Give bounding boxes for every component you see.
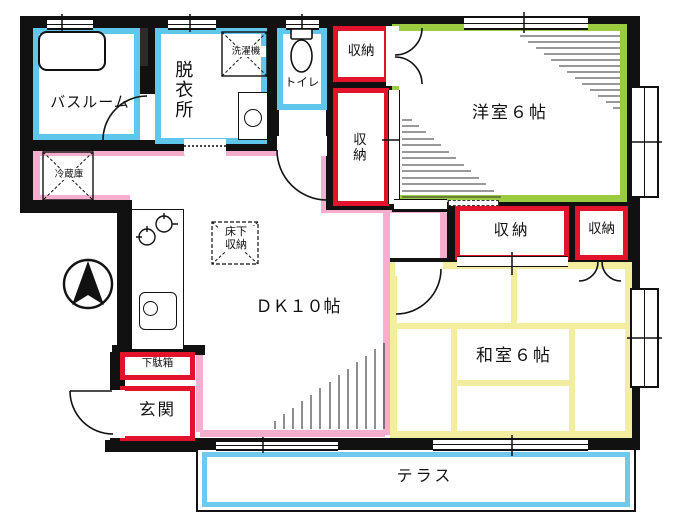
entrance-door-arc <box>69 390 114 435</box>
label-floor-storage-line1: 床下 <box>225 225 247 238</box>
closet-sliding-door <box>388 90 400 204</box>
label-toilet: トイレ <box>284 75 320 89</box>
label-bathroom: バスルーム <box>50 93 130 111</box>
wall-dress-toilet <box>266 16 279 144</box>
tatami-line <box>511 269 517 329</box>
western-closet-folding-door <box>448 200 499 206</box>
label-entrance: 玄関 <box>139 400 176 419</box>
label-terrace: テラス <box>396 466 454 485</box>
label-washing-machine: 洗濯機 <box>226 46 266 58</box>
label-dining-kitchen: ＤＫ１０帖 <box>255 297 341 317</box>
bathtub <box>38 31 106 71</box>
entrance-door-opening <box>110 390 125 438</box>
floor-hatch-dk <box>274 343 385 429</box>
closet-small <box>575 206 628 260</box>
label-japanese-room: 和室６帖 <box>476 346 552 366</box>
wall-left <box>20 16 33 213</box>
wall-kitchen-left <box>117 205 131 355</box>
western-closet-door-opening <box>386 26 399 86</box>
label-closet-large: 収納 <box>493 221 531 239</box>
washbasin <box>238 92 268 140</box>
label-floor-storage: 床下 収納 <box>218 225 254 252</box>
pink-lining <box>226 149 277 156</box>
label-western-room: 洋室６帖 <box>472 103 548 123</box>
entrance-box <box>120 386 195 441</box>
label-closet-small: 収納 <box>588 221 615 237</box>
pink-lining <box>383 210 390 435</box>
oshiire-fusuma <box>457 256 568 267</box>
dressing-door-opening <box>184 139 226 155</box>
faucet <box>143 301 158 316</box>
label-shoe-cabinet: 下駄箱 <box>141 357 174 369</box>
window-japanese-bay <box>630 288 659 388</box>
pink-lining <box>440 213 447 260</box>
window-toilet <box>286 18 319 30</box>
japanese-door-opening <box>395 262 443 276</box>
washbasin-bowl <box>244 109 262 127</box>
window-dressing <box>168 18 216 30</box>
label-refrigerator: 冷蔵庫 <box>48 169 90 181</box>
pink-lining <box>33 149 40 202</box>
pink-lining <box>196 352 203 432</box>
toilet-door-arc <box>276 149 328 201</box>
room-toilet <box>277 28 327 110</box>
window-bathroom <box>47 18 93 30</box>
pink-lining <box>33 149 185 156</box>
tatami-line <box>457 380 569 386</box>
wall-nook-bottom <box>20 200 132 213</box>
wall-closetrow-b <box>568 206 577 260</box>
label-closet-tall: 収納 <box>349 131 366 163</box>
window-western-top <box>464 16 588 30</box>
pink-lining <box>200 430 385 437</box>
window-western-bay <box>630 86 659 198</box>
bathroom-door-opening <box>140 94 155 140</box>
tatami-line <box>569 329 575 433</box>
wall-entrance-bottom <box>105 440 207 452</box>
compass-icon <box>62 258 114 310</box>
label-dressing-room: 脱衣所 <box>172 60 194 120</box>
wall-shoe-top <box>112 345 205 355</box>
wall-closet-divider <box>333 80 389 90</box>
label-floor-storage-line2: 収納 <box>225 237 247 251</box>
label-closet-top: 収納 <box>347 43 375 59</box>
tatami-line <box>451 329 457 433</box>
western-dk-sliding-door <box>394 199 447 210</box>
toilet-door-opening <box>277 136 327 156</box>
tatami-line <box>397 323 625 329</box>
door-japanese-terrace <box>433 438 588 451</box>
window-dk-terrace <box>216 440 338 451</box>
kitchen-sink <box>139 292 177 330</box>
shoe-cabinet-box <box>120 352 195 380</box>
